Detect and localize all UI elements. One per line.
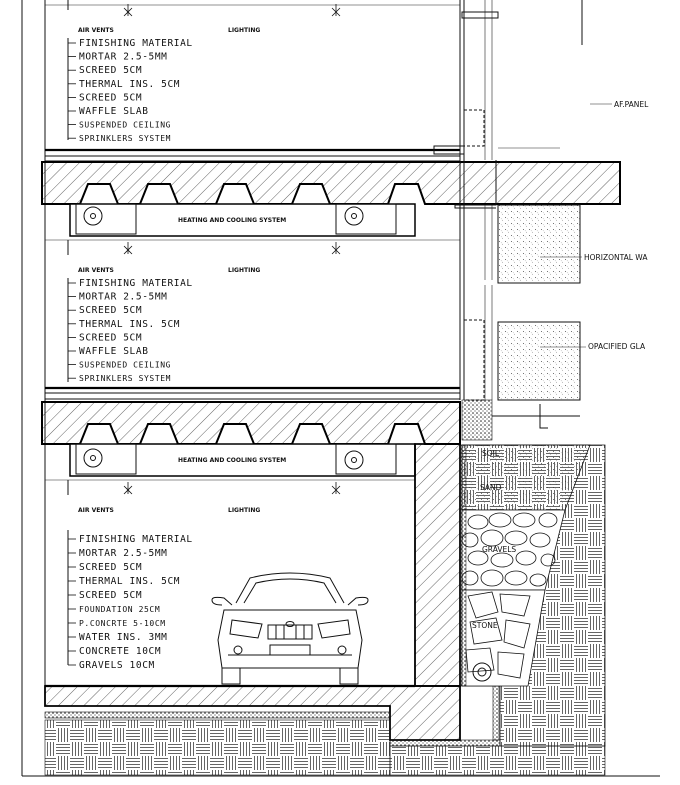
layer-label: WAFFLE SLAB: [79, 106, 149, 117]
layer-list: FINISHING MATERIAL MORTAR 2.5-5MM SCREED 5…: [68, 38, 193, 143]
layer-label: THERMAL INS. 5CM: [79, 576, 180, 587]
layer-label: P.CONCRTE 5-10CM: [79, 619, 166, 628]
lighting-label: LIGHTING: [228, 267, 260, 274]
air-vents-label: AIR VENTS: [78, 507, 114, 514]
layer-label: SPRINKLERS SYSTEM: [79, 374, 171, 383]
sand-label: SAND: [480, 483, 502, 492]
top-floor: AIR VENTS LIGHTING FINISHING MATERIAL MOR…: [45, 0, 460, 162]
waffle-slab-top: HEATING AND COOLING SYSTEM: [41, 161, 621, 241]
lighting-label: LIGHTING: [228, 27, 260, 34]
facade: AF.PANEL HORIZONTAL WA OPACIFIED GLA: [433, 0, 649, 441]
layer-label: GRAVELS 10CM: [79, 660, 155, 671]
layer-label: FINISHING MATERIAL: [79, 38, 193, 49]
layer-label: WAFFLE SLAB: [79, 346, 149, 357]
layer-label: SCREED 5CM: [79, 332, 142, 343]
af-panel-label: AF.PANEL: [614, 100, 649, 109]
hvac-label-middle: HEATING AND COOLING SYSTEM: [178, 457, 286, 464]
soil-label: SOIL: [482, 449, 500, 458]
layer-label: MORTAR 2.5-5MM: [79, 52, 167, 63]
lighting-label: LIGHTING: [228, 507, 260, 514]
layer-label: SCREED 5CM: [79, 305, 142, 316]
layer-label: SUSPENDED CEILING: [79, 121, 171, 130]
layer-label: SPRINKLERS SYSTEM: [79, 134, 171, 143]
layer-label: SCREED 5CM: [79, 92, 142, 103]
gravels-label: GRAVELS: [482, 545, 516, 554]
layer-label: SCREED 5CM: [79, 65, 142, 76]
stone-label: STONE: [472, 621, 498, 630]
layer-label: THERMAL INS. 5CM: [79, 79, 180, 90]
layer-label: FOUNDATION 25CM: [79, 605, 160, 614]
layer-list: FINISHING MATERIAL MORTAR 2.5-5MM SCREED 5…: [68, 534, 193, 671]
layer-label: SCREED 5CM: [79, 590, 142, 601]
air-vents-label: AIR VENTS: [78, 27, 114, 34]
horizontal-label: HORIZONTAL WA: [584, 253, 648, 262]
ground-layers: SOIL SAND GRAVELS STONE: [459, 444, 606, 747]
layer-label: MORTAR 2.5-5MM: [79, 548, 167, 559]
layer-label: SUSPENDED CEILING: [79, 361, 171, 370]
layer-label: FINISHING MATERIAL: [79, 534, 193, 545]
opacified-label: OPACIFIED GLA: [588, 342, 646, 351]
layer-label: MORTAR 2.5-5MM: [79, 292, 167, 303]
hvac-label-top: HEATING AND COOLING SYSTEM: [178, 217, 286, 224]
layer-label: THERMAL INS. 5CM: [79, 319, 180, 330]
layer-label: SCREED 5CM: [79, 562, 142, 573]
basement: AIR VENTS LIGHTING FINISHING MATERIAL MOR…: [44, 443, 606, 776]
car-front-view-icon: [211, 572, 369, 685]
layer-label: WATER INS. 3MM: [79, 632, 167, 643]
layer-label: FINISHING MATERIAL: [79, 278, 193, 289]
layer-list: FINISHING MATERIAL MORTAR 2.5-5MM SCREED 5…: [68, 278, 193, 383]
air-vents-label: AIR VENTS: [78, 267, 114, 274]
layer-label: CONCRETE 10CM: [79, 646, 161, 657]
waffle-slab-middle: HEATING AND COOLING SYSTEM: [41, 401, 461, 481]
middle-floor: AIR VENTS LIGHTING FINISHING MATERIAL MOR…: [45, 240, 460, 400]
